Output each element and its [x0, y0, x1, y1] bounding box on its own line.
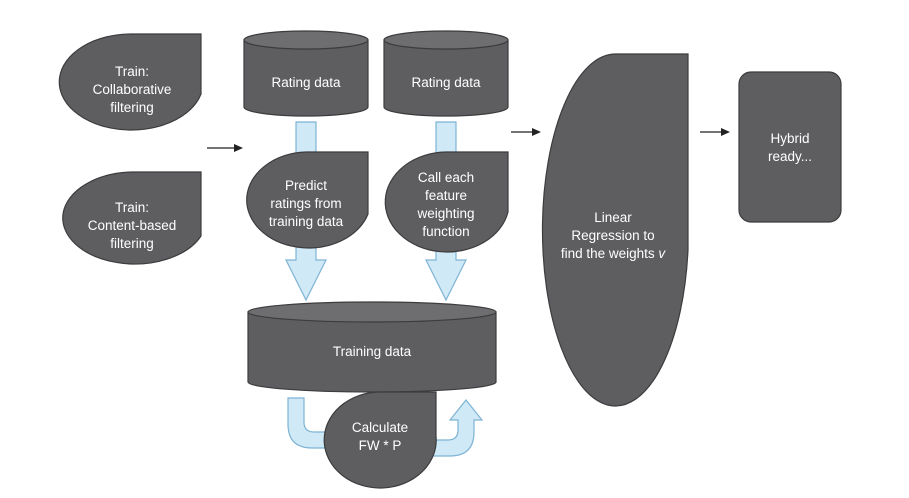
regression-line-3: find the weights v	[561, 246, 667, 261]
arrow-to-regression	[511, 128, 541, 136]
regression-line-3-prefix: find the weights	[561, 246, 659, 261]
hybrid-ready-node: Hybrid ready...	[738, 71, 842, 223]
train-collaborative-filtering-node: Train: Collaborative filtering	[58, 33, 202, 131]
arrow-to-hybrid	[700, 128, 730, 136]
train-cb-line-2: Content-based	[88, 218, 177, 233]
regression-line-1: Linear	[594, 210, 632, 225]
train-content-based-filtering-node: Train: Content-based filtering	[62, 171, 202, 265]
calculate-fw-p-node: Calculate FW * P	[323, 391, 437, 489]
calculate-line-1: Calculate	[352, 420, 408, 435]
rating-data-2-label: Rating data	[411, 75, 481, 90]
train-cf-line-3: filtering	[110, 100, 154, 115]
predict-line-3: training data	[269, 214, 344, 229]
loop-arrow-out-of-calculate	[431, 399, 484, 457]
predict-line-1: Predict	[285, 178, 327, 193]
call-fw-line-3: weighting	[416, 206, 474, 221]
training-data-label: Training data	[333, 344, 412, 359]
regression-line-2: Regression to	[571, 228, 654, 243]
train-cb-line-3: filtering	[110, 236, 154, 251]
linear-regression-node: Linear Regression to find the weights v	[541, 53, 689, 407]
rating-data-cylinder-2: Rating data	[383, 30, 509, 117]
hybrid-line-1: Hybrid	[770, 131, 809, 146]
train-cb-line-1: Train:	[115, 200, 149, 215]
calculate-line-2: FW * P	[359, 438, 402, 453]
call-fw-line-4: function	[422, 224, 469, 239]
rating-data-1-label: Rating data	[271, 75, 341, 90]
train-cf-line-2: Collaborative	[93, 82, 172, 97]
hybrid-line-2: ready...	[768, 149, 812, 164]
call-fw-line-1: Call each	[418, 170, 474, 185]
call-feature-weighting-node: Call each feature weighting function	[384, 151, 509, 253]
rating-data-cylinder-1: Rating data	[243, 30, 369, 117]
predict-ratings-node: Predict ratings from training data	[246, 151, 369, 249]
predict-line-2: ratings from	[270, 196, 341, 211]
arrow-to-predict	[207, 144, 243, 152]
train-cf-line-1: Train:	[115, 64, 149, 79]
regression-variable-v: v	[658, 246, 666, 261]
call-fw-line-2: feature	[425, 188, 467, 203]
training-data-cylinder: Training data	[247, 301, 497, 393]
